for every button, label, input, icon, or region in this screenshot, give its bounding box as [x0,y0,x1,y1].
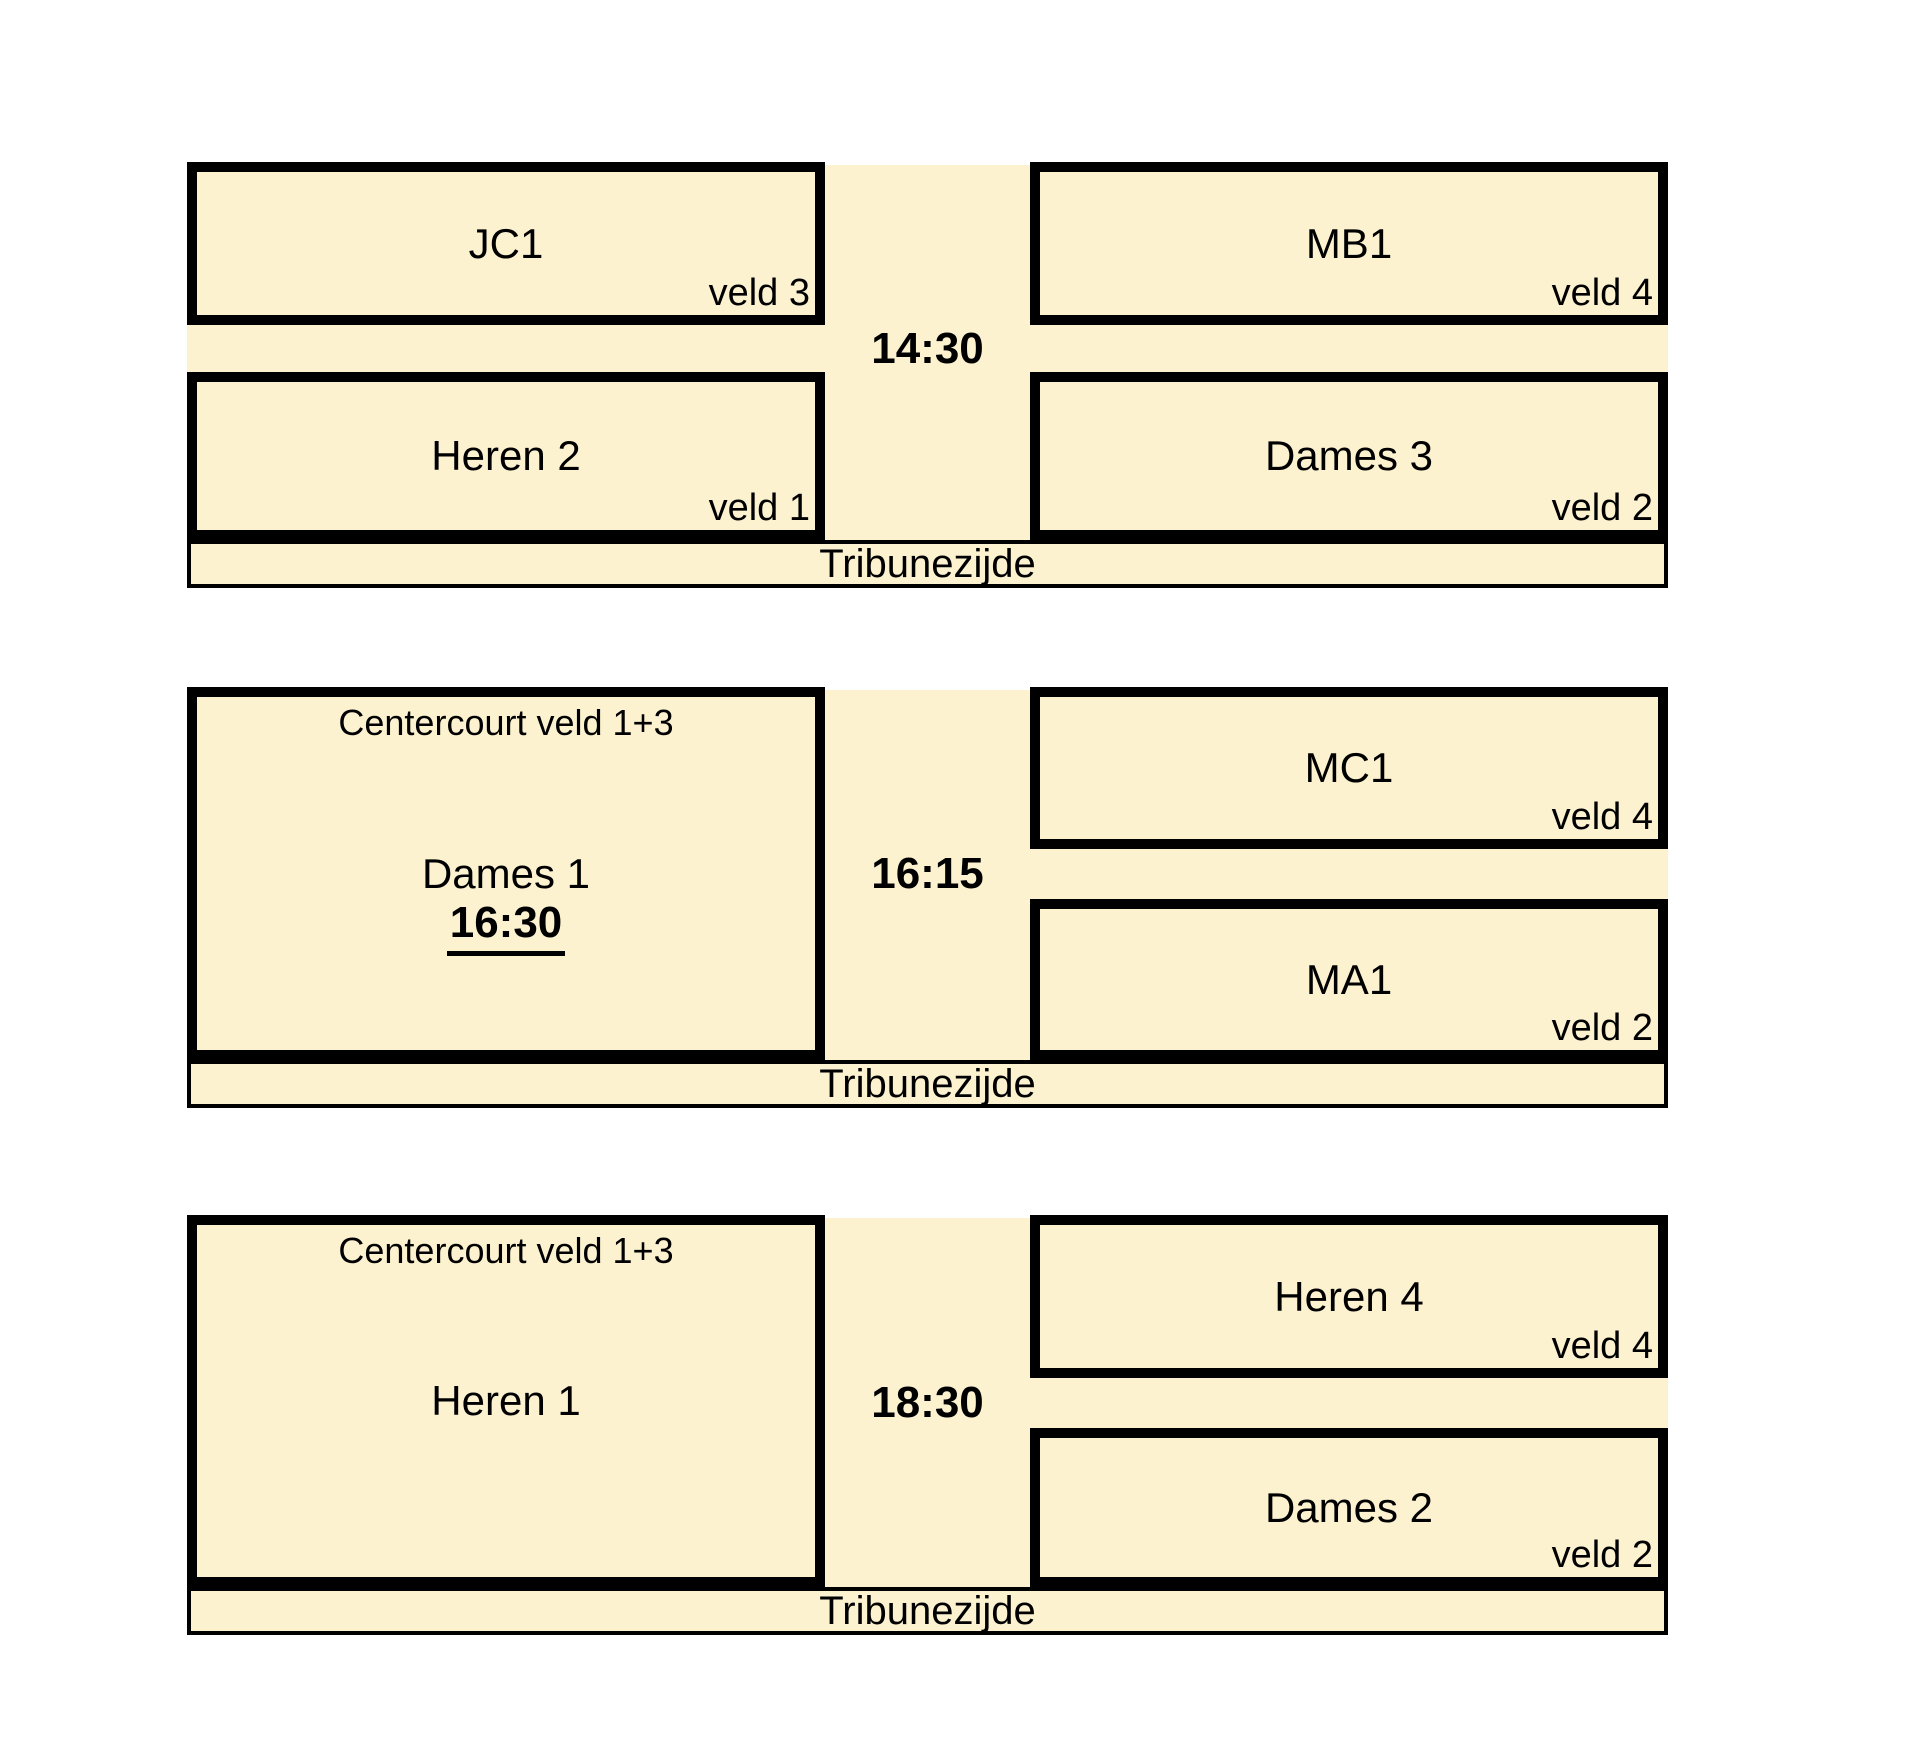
veld-label: veld 4 [1551,1325,1653,1368]
gap-band [825,849,1668,899]
tribune-strip: Tribunezijde [187,1587,1668,1635]
tribune-strip: Tribunezijde [187,1060,1668,1108]
centercourt-box: Centercourt veld 1+3 Heren 1 [187,1215,825,1587]
tribune-strip: Tribunezijde [187,540,1668,588]
team-label: MA1 [1305,955,1393,1003]
team-label: JC1 [468,219,544,267]
team-label: Dames 1 [421,849,591,897]
veld-label: veld 4 [1551,796,1653,839]
team-label: Heren 1 [431,1377,581,1424]
gap-band [187,325,1668,372]
gap-band [825,1378,1668,1428]
court-box-veld1: Heren 2 veld 1 [187,372,825,540]
schedule-block-1830: Centercourt veld 1+3 Heren 1 Heren 4 vel… [187,1215,1668,1638]
team-label: Heren 2 [431,432,581,479]
court-box-veld4: MB1 veld 4 [1030,162,1668,325]
team-label: MB1 [1305,219,1393,267]
veld-label: veld 2 [1551,1007,1653,1050]
start-time: 16:30 [197,900,815,956]
centercourt-title: Centercourt veld 1+3 [338,702,674,743]
team-label: Heren 4 [1274,1272,1424,1320]
veld-label: veld 3 [708,272,810,315]
veld-label: veld 2 [1551,487,1653,530]
veld-label: veld 1 [708,487,810,530]
time-label: 14:30 [871,323,984,373]
centercourt-title: Centercourt veld 1+3 [338,1230,674,1271]
time-label: 18:30 [871,1378,984,1427]
court-box-veld3: JC1 veld 3 [187,162,825,325]
court-box-veld2: Dames 2 veld 2 [1030,1428,1668,1587]
time-label: 16:15 [871,849,984,898]
court-box-veld4: Heren 4 veld 4 [1030,1215,1668,1378]
court-box-veld2: MA1 veld 2 [1030,899,1668,1060]
team-label: Dames 3 [1264,432,1434,479]
tribune-label: Tribunezijde [819,1062,1036,1106]
veld-label: veld 4 [1551,272,1653,315]
team-label: MC1 [1304,744,1394,791]
veld-label: veld 2 [1551,1534,1653,1577]
centercourt-box: Centercourt veld 1+3 Dames 1 16:30 [187,687,825,1060]
team-label: Dames 2 [1264,1483,1434,1531]
schedule-block-1615: Centercourt veld 1+3 Dames 1 16:30 MC1 v… [187,687,1668,1110]
tribune-label: Tribunezijde [819,1589,1036,1633]
tribune-label: Tribunezijde [819,542,1036,586]
court-box-veld2: Dames 3 veld 2 [1030,372,1668,540]
start-time-label: 16:30 [446,900,566,956]
court-box-veld4: MC1 veld 4 [1030,687,1668,849]
schedule-block-1430: JC1 veld 3 MB1 veld 4 Heren 2 veld 1 Dam… [187,162,1668,588]
